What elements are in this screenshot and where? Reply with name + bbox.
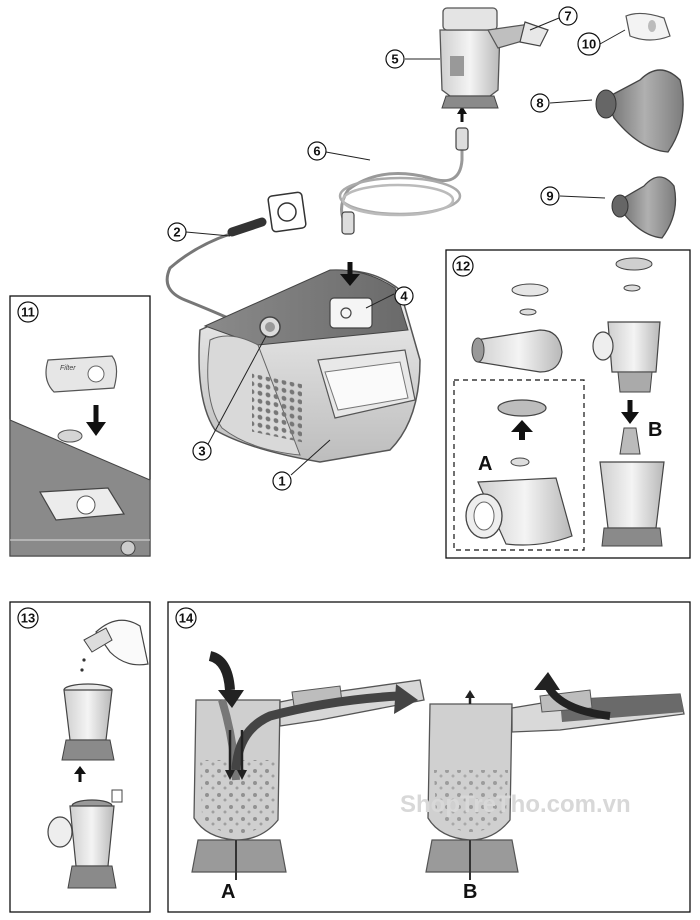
callout-8: 8 <box>530 93 550 113</box>
svg-text:A: A <box>221 881 235 903</box>
callout-2: 2 <box>167 222 187 242</box>
callout-5: 5 <box>385 49 405 69</box>
svg-text:12: 12 <box>456 259 470 274</box>
svg-text:B: B <box>648 419 662 441</box>
svg-text:5: 5 <box>391 52 398 67</box>
svg-text:1: 1 <box>278 474 285 489</box>
svg-text:8: 8 <box>536 96 543 111</box>
callout-6: 6 <box>307 141 327 161</box>
watermark: ShopTreTho.com.vn <box>400 791 631 818</box>
svg-text:9: 9 <box>546 189 553 204</box>
svg-text:B: B <box>463 881 477 903</box>
svg-text:11: 11 <box>21 305 35 320</box>
panel-12: 12 A B <box>445 249 691 559</box>
svg-text:13: 13 <box>21 611 35 626</box>
adult-mask <box>595 69 684 153</box>
svg-text:14: 14 <box>179 611 194 626</box>
callout-3: 3 <box>192 441 212 461</box>
medicine-vial-icon <box>83 627 113 653</box>
panel-14: 14 A <box>167 601 691 913</box>
filter-pad <box>45 355 118 393</box>
air-tubing <box>338 106 469 235</box>
nebulizer-kit <box>439 7 549 109</box>
air-vent <box>252 373 302 443</box>
svg-text:4: 4 <box>400 289 408 304</box>
callout-10: 10 <box>577 32 601 56</box>
flow-diagram-b: B <box>425 672 685 903</box>
callout-1: 1 <box>272 471 292 491</box>
panel-11: 11 Filter <box>9 295 151 557</box>
callout-7: 7 <box>558 6 578 26</box>
flow-diagram-a: A <box>191 651 425 903</box>
svg-text:A: A <box>478 453 492 475</box>
hand-icon <box>95 619 149 666</box>
child-mask <box>611 176 677 239</box>
svg-text:3: 3 <box>198 444 205 459</box>
callout-9: 9 <box>540 186 560 206</box>
panel-13: 13 <box>9 601 151 913</box>
compressor-unit <box>165 191 421 463</box>
svg-text:10: 10 <box>582 37 596 52</box>
svg-text:6: 6 <box>313 144 320 159</box>
callouts: 1 2 3 4 5 6 7 8 9 10 <box>167 6 626 491</box>
svg-text:2: 2 <box>173 225 180 240</box>
svg-text:Filter: Filter <box>60 365 76 372</box>
nose-piece <box>625 12 671 41</box>
power-plug <box>227 217 267 237</box>
svg-text:7: 7 <box>564 9 571 24</box>
callout-4: 4 <box>394 286 414 306</box>
wall-socket <box>267 191 307 233</box>
power-cord <box>165 232 231 320</box>
